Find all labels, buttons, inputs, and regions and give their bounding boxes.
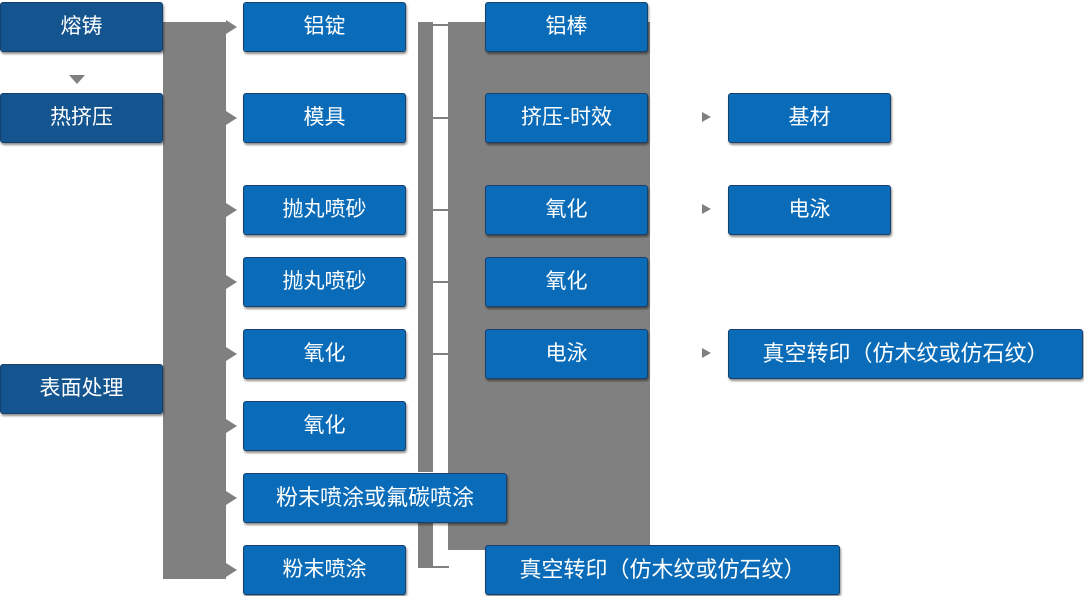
arrow-to-yanghua-c2-2 (226, 419, 237, 433)
stub-bridge-5 (433, 353, 449, 355)
node-label: 表面处理 (39, 376, 124, 400)
node-label: 电泳 (788, 197, 831, 221)
bar-materials-left (418, 22, 433, 472)
node-label: 基材 (788, 105, 831, 129)
node-label: 热挤压 (50, 105, 113, 129)
node-label: 抛丸喷砂 (282, 197, 367, 221)
node-label: 氧化 (545, 269, 588, 293)
arrow-to-yanghua-c2-1 (226, 347, 237, 361)
node-dianyong-c3[interactable]: 电泳 (485, 329, 648, 379)
stub-bridge-4 (433, 281, 449, 283)
node-label: 氧化 (303, 341, 346, 365)
stub-bridge-3 (433, 209, 449, 211)
node-label: 抛丸喷砂 (282, 269, 367, 293)
node-label: 粉末喷涂 (282, 557, 367, 581)
node-paowan-1[interactable]: 抛丸喷砂 (243, 185, 406, 235)
node-jicai[interactable]: 基材 (728, 93, 891, 143)
arrow-to-dianyong-c4 (702, 204, 711, 214)
node-jiya-shixiao[interactable]: 挤压-时效 (485, 93, 648, 143)
node-paowan-2[interactable]: 抛丸喷砂 (243, 257, 406, 307)
node-muju[interactable]: 模具 (243, 93, 406, 143)
node-label: 粉末喷涂或氟碳喷涂 (275, 485, 474, 511)
node-lvbang[interactable]: 铝棒 (485, 2, 648, 52)
node-biaomian[interactable]: 表面处理 (0, 364, 163, 414)
node-label: 氧化 (303, 413, 346, 437)
stub-bridge-2 (433, 117, 449, 119)
arrow-rongzhu-to-rejiya (69, 75, 85, 84)
arrow-to-paowan1 (226, 203, 237, 217)
node-label: 熔铸 (60, 14, 103, 38)
node-zhenkong-c4[interactable]: 真空转印（仿木纹或仿石纹） (728, 329, 1083, 379)
trunk-stage-to-materials (163, 22, 226, 579)
node-label: 电泳 (545, 341, 588, 365)
stub-surface-to-trunk (163, 389, 185, 391)
node-label: 铝棒 (545, 14, 588, 38)
trunk-surface-branch (163, 373, 193, 381)
node-rongzhu[interactable]: 熔铸 (0, 2, 163, 52)
node-dianyong-c4[interactable]: 电泳 (728, 185, 891, 235)
node-fenmo[interactable]: 粉末喷涂 (243, 545, 406, 595)
arrow-to-muju (226, 111, 237, 125)
node-label: 模具 (303, 105, 346, 129)
node-yanghua-c2-2[interactable]: 氧化 (243, 401, 406, 451)
node-yanghua-c2-1[interactable]: 氧化 (243, 329, 406, 379)
node-yanghua-c3-1[interactable]: 氧化 (485, 185, 648, 235)
node-label: 氧化 (545, 197, 588, 221)
arrow-to-jicai (702, 112, 711, 122)
node-label: 真空转印（仿木纹或仿石纹） (519, 557, 806, 583)
node-label: 铝锭 (303, 14, 346, 38)
stub-bridge-6 (433, 566, 449, 568)
node-zhenkong-c3[interactable]: 真空转印（仿木纹或仿石纹） (485, 545, 840, 595)
arrow-to-fenmo-futan (226, 491, 237, 505)
node-lvding[interactable]: 铝锭 (243, 2, 406, 52)
arrow-to-fenmo (226, 563, 237, 577)
node-label: 真空转印（仿木纹或仿石纹） (762, 341, 1049, 367)
stub-bridge-1 (433, 24, 449, 26)
node-label: 挤压-时效 (521, 105, 612, 129)
arrow-to-paowan2 (226, 275, 237, 289)
node-yanghua-c3-2[interactable]: 氧化 (485, 257, 648, 307)
arrow-to-zhenkong-c4 (702, 348, 711, 358)
node-rejiya[interactable]: 热挤压 (0, 93, 163, 143)
node-fenmo-futan[interactable]: 粉末喷涂或氟碳喷涂 (243, 473, 507, 523)
arrow-to-lvding (226, 20, 237, 34)
